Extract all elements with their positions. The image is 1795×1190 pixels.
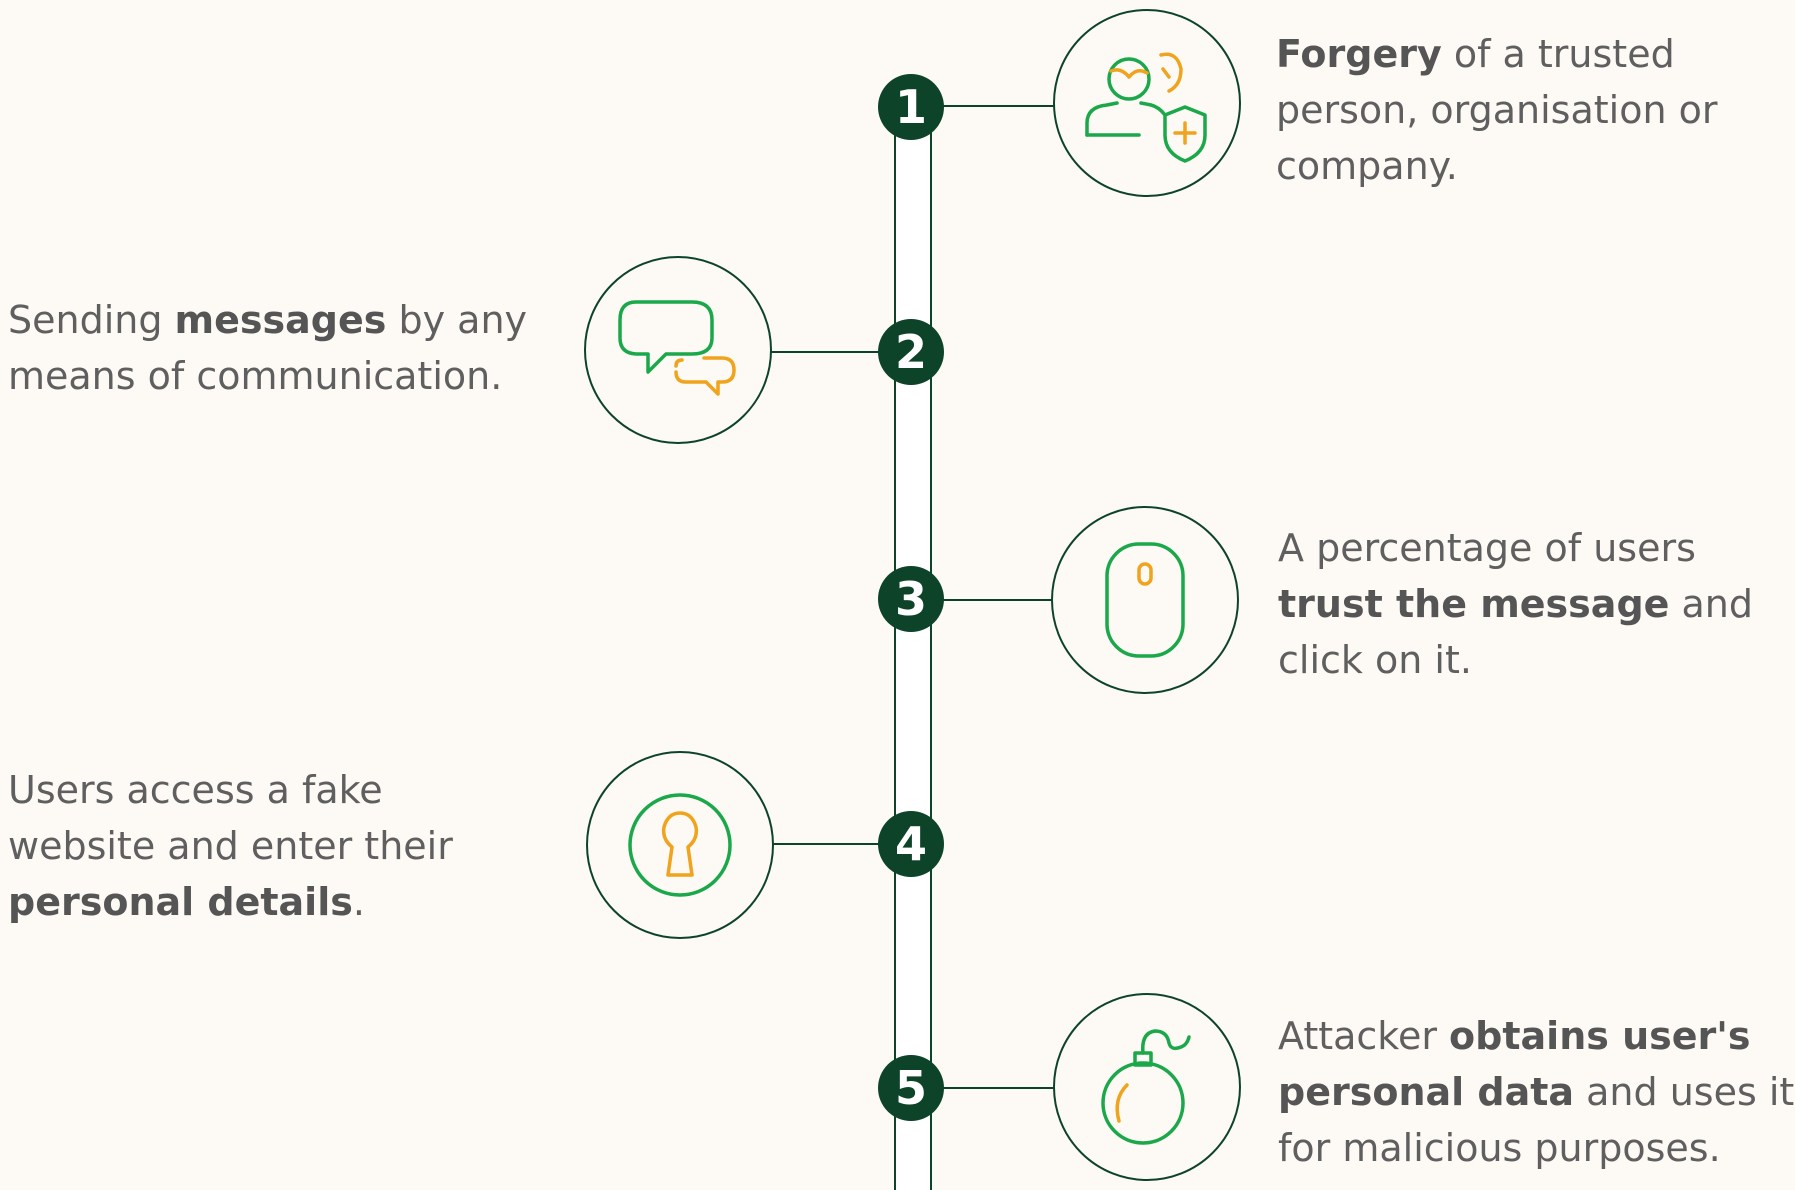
connector-4 <box>773 843 911 845</box>
step-text-bold: trust the message <box>1278 582 1670 626</box>
step-line: Users access a fake <box>8 762 453 818</box>
step-text-bold: Forgery <box>1276 32 1442 76</box>
step-line: A percentage of users <box>1278 520 1753 576</box>
step-text-span: for malicious purposes. <box>1278 1126 1721 1170</box>
step-line: company. <box>1276 138 1718 194</box>
chat-bubbles-icon <box>618 300 736 396</box>
step-text-span: Users access a fake <box>8 768 383 812</box>
step-icon-circle-2 <box>584 256 772 444</box>
step-number-badge-3: 3 <box>878 566 944 632</box>
step-text-bold: messages <box>174 298 387 342</box>
connector-1 <box>910 105 1055 107</box>
step-line: trust the message and <box>1278 576 1753 632</box>
step-line: personal data and uses it <box>1278 1064 1794 1120</box>
step-line: click on it. <box>1278 632 1753 688</box>
impersonation-icon <box>1085 52 1207 163</box>
step-number-badge-2: 2 <box>878 319 944 385</box>
step-text-bold: obtains user's <box>1449 1014 1751 1058</box>
step-text-span: Attacker <box>1278 1014 1450 1058</box>
step-text-span: company. <box>1276 144 1458 188</box>
step-text-span: and <box>1669 582 1754 626</box>
step-text-1: Forgery of a trusted person, organisatio… <box>1276 26 1718 194</box>
step-text-2: Sending messages by any means of communi… <box>8 292 527 404</box>
step-line: for malicious purposes. <box>1278 1120 1794 1176</box>
step-line: person, organisation or <box>1276 82 1718 138</box>
step-number-badge-5: 5 <box>878 1055 944 1121</box>
step-icon-circle-3 <box>1051 506 1239 694</box>
step-line: personal details. <box>8 874 453 930</box>
step-line: means of communication. <box>8 348 527 404</box>
bomb-icon <box>1101 1029 1191 1145</box>
step-text-span: A percentage of users <box>1278 526 1696 570</box>
step-text-bold: personal details <box>8 880 353 924</box>
step-text-4: Users access a fake website and enter th… <box>8 762 453 930</box>
step-text-span: website and enter their <box>8 824 453 868</box>
step-number-badge-1: 1 <box>878 74 944 140</box>
step-text-span: means of communication. <box>8 354 503 398</box>
step-line: website and enter their <box>8 818 453 874</box>
step-text-span: person, organisation or <box>1276 88 1718 132</box>
step-text-5: Attacker obtains user's personal data an… <box>1278 1008 1794 1176</box>
step-text-span: Sending <box>8 298 175 342</box>
step-number-badge-4: 4 <box>878 811 944 877</box>
step-text-bold: personal data <box>1278 1070 1575 1114</box>
step-icon-circle-5 <box>1053 993 1241 1181</box>
keyhole-icon <box>628 793 732 897</box>
connector-3 <box>910 599 1053 601</box>
step-text-3: A percentage of users trust the message … <box>1278 520 1753 688</box>
step-text-span: and uses it <box>1574 1070 1795 1114</box>
step-text-span: by any <box>386 298 528 342</box>
step-icon-circle-4 <box>586 751 774 939</box>
connector-5 <box>910 1087 1055 1089</box>
step-icon-circle-1 <box>1053 9 1241 197</box>
step-line: Forgery of a trusted <box>1276 26 1718 82</box>
step-line: Attacker obtains user's <box>1278 1008 1794 1064</box>
connector-2 <box>771 351 911 353</box>
step-line: Sending messages by any <box>8 292 527 348</box>
step-text-span: of a trusted <box>1441 32 1675 76</box>
step-text-span: . <box>352 880 365 924</box>
step-text-span: click on it. <box>1278 638 1472 682</box>
timeline-bar <box>894 100 932 1190</box>
mouse-icon <box>1105 542 1185 658</box>
